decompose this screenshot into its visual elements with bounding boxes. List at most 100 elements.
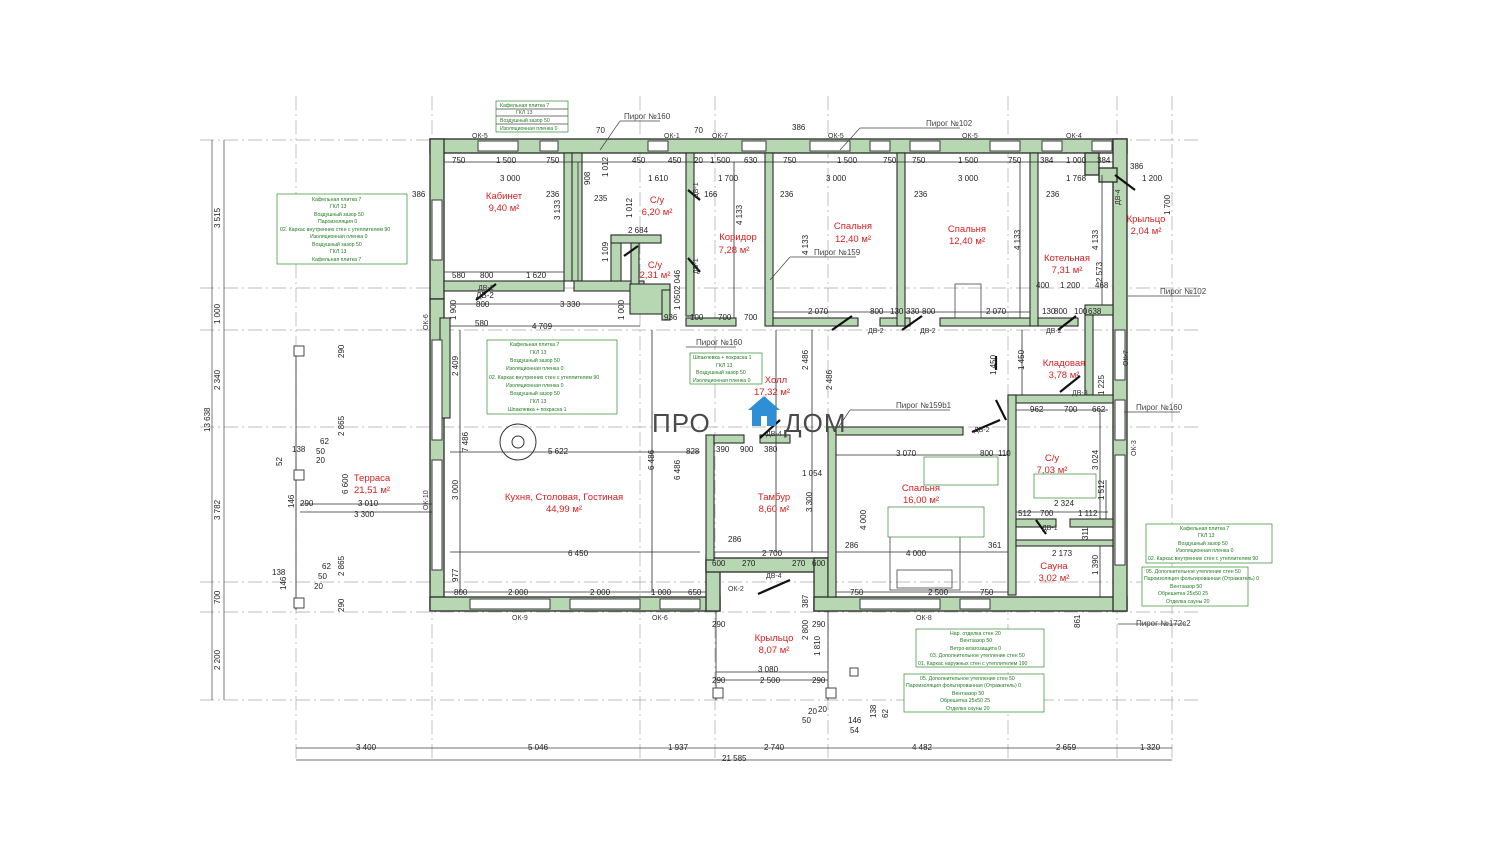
svg-text:01. Каркас наружных стен с уте: 01. Каркас наружных стен с утеплителем 1… (918, 661, 1027, 667)
legend-outer: Нар. отделка стен 20 Вентзазор 50 Ветро-… (915, 628, 1045, 668)
svg-text:1 610: 1 610 (648, 174, 669, 183)
svg-text:908: 908 (583, 171, 592, 185)
dimension-values-vertical: 3 133 4 133 4 133 4 133 4 133 908 1 012 … (275, 156, 1172, 718)
left-dim: 2 340 (213, 369, 222, 390)
svg-text:4 709: 4 709 (532, 322, 553, 331)
svg-text:236: 236 (914, 190, 928, 199)
svg-text:386: 386 (1130, 162, 1144, 171)
svg-text:Изоляционная пленка 0: Изоляционная пленка 0 (693, 378, 751, 384)
svg-text:1 512: 1 512 (1097, 479, 1106, 500)
room-area: 44,99 м² (546, 504, 582, 515)
svg-text:236: 236 (1046, 190, 1060, 199)
svg-text:1 225: 1 225 (1097, 374, 1106, 395)
svg-text:750: 750 (783, 156, 797, 165)
svg-text:2 573: 2 573 (1095, 261, 1104, 282)
svg-text:750: 750 (883, 156, 897, 165)
door-tag: ДВ-3 (1072, 390, 1088, 397)
exterior-dims (211, 140, 1172, 761)
svg-text:828: 828 (686, 447, 700, 456)
door-tag: ДВ-2 (1046, 328, 1062, 335)
svg-text:05. Дополнительное утепление с: 05. Дополнительное утепление стен 50 (1146, 569, 1241, 575)
legend-hall: Шпаклевка + покраска 1 ГКЛ 13 Воздушный … (689, 352, 763, 385)
svg-text:962: 962 (1030, 405, 1044, 414)
svg-text:3 133: 3 133 (553, 199, 562, 220)
svg-text:290: 290 (712, 676, 726, 685)
svg-text:1 054: 1 054 (802, 469, 823, 478)
room-name: Крыльцо (755, 633, 794, 644)
svg-text:4 000: 4 000 (906, 549, 927, 558)
window-tags: ОК-5 ОК-1 ОК-7 ОК-5 ОК-5 ОК-4 ОК-6 ОК-10… (423, 133, 1138, 622)
door-tag: ДВ-4 (766, 431, 782, 438)
svg-text:700: 700 (1040, 509, 1054, 518)
svg-text:1 200: 1 200 (1060, 281, 1081, 290)
svg-text:3 010: 3 010 (358, 499, 379, 508)
logo-left: ПРО (652, 408, 711, 438)
svg-text:3 330: 3 330 (560, 300, 581, 309)
svg-text:70: 70 (694, 126, 703, 135)
room-name: С/у (650, 195, 665, 206)
bottom-dim: 1 937 (668, 743, 689, 752)
overall-width: 21 585 (722, 754, 747, 763)
svg-text:1 450: 1 450 (1017, 349, 1026, 370)
svg-text:2 500: 2 500 (760, 676, 781, 685)
house-icon (748, 396, 780, 426)
pirog-label: Пирог №172с2 (1136, 619, 1191, 628)
door-tag: ДВ-1 (1042, 525, 1058, 532)
window-tag: ОК-2 (728, 586, 744, 593)
room-name: Коридор (719, 232, 757, 243)
svg-text:Воздушный зазор 50: Воздушный зазор 50 (696, 369, 746, 376)
svg-text:50: 50 (318, 572, 327, 581)
svg-text:Кафельная плитка 7: Кафельная плитка 7 (1180, 526, 1229, 532)
svg-text:Кафельная плитка 7: Кафельная плитка 7 (312, 257, 361, 263)
svg-text:286: 286 (728, 535, 742, 544)
svg-text:02. Каркас внутренних стен с у: 02. Каркас внутренних стен с утеплителем… (280, 227, 390, 233)
svg-text:146: 146 (279, 576, 288, 590)
room-name: С/у (648, 260, 663, 271)
window-tag: ОК-7 (712, 133, 728, 140)
svg-text:100: 100 (690, 313, 704, 322)
legend-left: Кафельная плитка 7 ГКЛ 13 Воздушный зазо… (276, 193, 408, 265)
svg-text:Воздушный зазор 50: Воздушный зазор 50 (510, 357, 560, 364)
svg-text:ГКЛ 13: ГКЛ 13 (716, 363, 733, 369)
svg-text:02. Каркас внутренних стен с у: 02. Каркас внутренних стен с утеплителем… (489, 375, 599, 381)
svg-text:2 865: 2 865 (337, 415, 346, 436)
svg-text:800: 800 (870, 307, 884, 316)
svg-text:ГКЛ 13: ГКЛ 13 (1198, 533, 1215, 539)
logo-right: ДОМ (784, 408, 847, 438)
window-tag: ОК-4 (1066, 133, 1082, 140)
svg-text:1 500: 1 500 (710, 156, 731, 165)
legend-top: Кафельная плитка 7 ГКЛ 13 Воздушный зазо… (495, 100, 569, 133)
legend-right: Кафельная плитка 7 ГКЛ 13 Воздушный зазо… (1145, 523, 1273, 564)
room-area: 2,04 м² (1131, 226, 1162, 237)
svg-text:800: 800 (980, 449, 994, 458)
svg-text:02. Каркас внутренних стен с у: 02. Каркас внутренних стен с утеплителем… (1148, 556, 1258, 562)
room-name: Кабинет (486, 191, 523, 202)
svg-text:384: 384 (1097, 156, 1111, 165)
svg-text:3 070: 3 070 (896, 449, 917, 458)
window-tag: ОК-1 (664, 133, 680, 140)
svg-text:ГКЛ 13: ГКЛ 13 (330, 249, 347, 255)
svg-text:384: 384 (1040, 156, 1054, 165)
svg-text:Воздушный зазор 50: Воздушный зазор 50 (314, 211, 364, 218)
room-area: 8,07 м² (759, 645, 790, 656)
svg-text:861: 861 (1073, 614, 1082, 628)
svg-text:Пароизоляция фольгированная (О: Пароизоляция фольгированная (Отражатель)… (906, 683, 1021, 689)
svg-text:6 450: 6 450 (568, 549, 589, 558)
svg-text:ГКЛ 13: ГКЛ 13 (530, 350, 547, 356)
window-tag: ОК-6 (423, 314, 430, 330)
svg-text:3 300: 3 300 (354, 510, 375, 519)
svg-text:Нар. отделка стен 20: Нар. отделка стен 20 (950, 631, 1001, 637)
dining-table (499, 423, 537, 461)
overall-height: 13 638 (203, 407, 212, 432)
svg-text:580: 580 (452, 271, 466, 280)
bottom-dim: 2 659 (1056, 743, 1077, 752)
door-tag: ДВ-2 (974, 427, 990, 434)
pirog-label: Пирог №160 (696, 338, 743, 347)
pirog-label: Пирог №160 (624, 112, 671, 121)
svg-text:20: 20 (808, 707, 817, 716)
room-name: Спальня (902, 483, 940, 494)
legend-bedroom (887, 456, 1097, 538)
svg-text:70: 70 (596, 126, 605, 135)
svg-text:800: 800 (922, 307, 936, 316)
svg-text:52: 52 (275, 457, 284, 466)
